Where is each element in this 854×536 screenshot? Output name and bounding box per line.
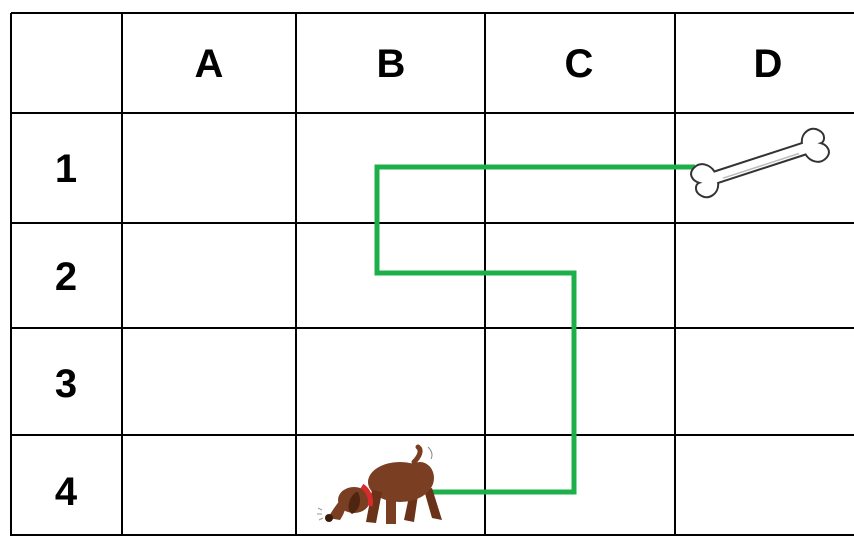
row-header-1: 1 <box>55 147 77 191</box>
row-header-2: 2 <box>55 255 77 299</box>
column-header-b: B <box>377 42 406 86</box>
row-header-3: 3 <box>55 362 77 406</box>
bone-icon <box>690 127 830 199</box>
row-header-4: 4 <box>55 470 78 514</box>
column-header-a: A <box>195 42 224 86</box>
column-header-d: D <box>754 42 783 86</box>
dog-icon <box>317 444 442 524</box>
column-header-c: C <box>565 42 594 86</box>
column-headers: A B C D <box>195 42 783 86</box>
route-path <box>374 164 695 495</box>
grid-lines <box>10 12 854 536</box>
row-headers: 1 2 3 4 <box>55 147 78 514</box>
